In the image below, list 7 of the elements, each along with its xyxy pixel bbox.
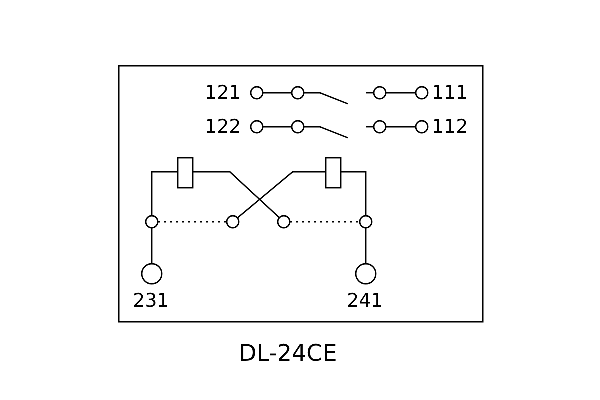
terminal-label: 121 [205, 82, 242, 104]
terminal-label: 231 [133, 290, 170, 312]
caption: DL-24CE [239, 340, 338, 368]
terminal-label: 111 [432, 82, 468, 104]
terminal-label: 122 [205, 116, 242, 138]
terminal-label: 241 [347, 290, 384, 312]
terminal-label: 112 [432, 116, 468, 138]
